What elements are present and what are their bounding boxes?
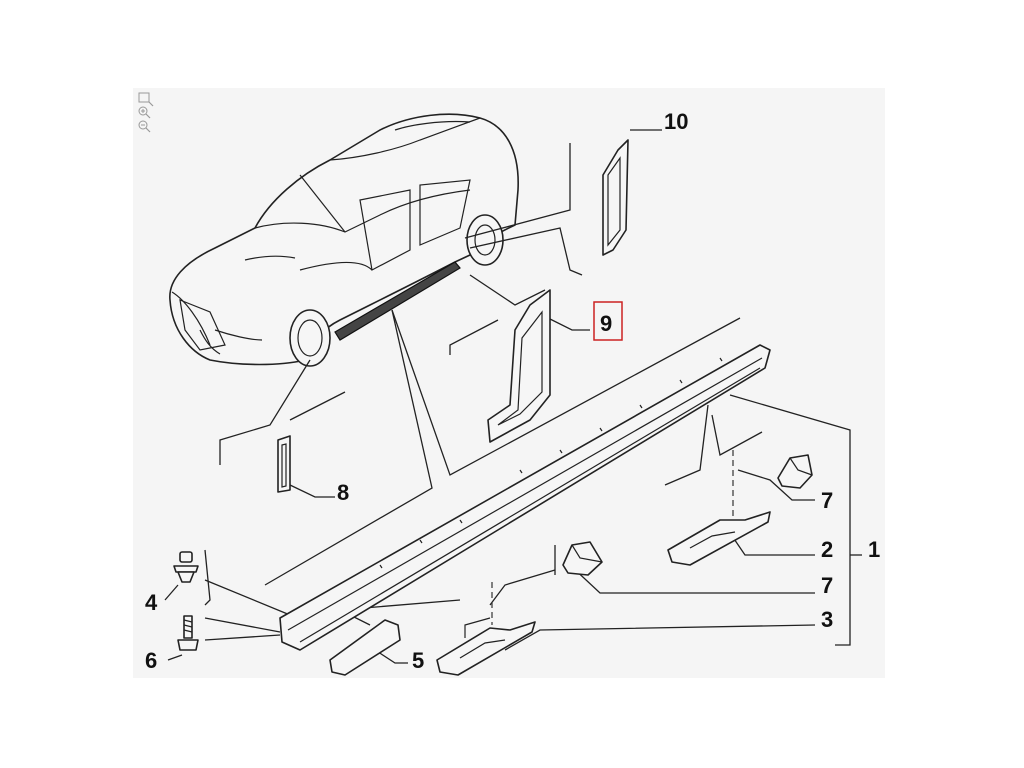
callout-1[interactable]: 1 (868, 537, 880, 562)
callout-2[interactable]: 2 (821, 537, 833, 562)
part-10 (602, 139, 629, 256)
callout-3[interactable]: 3 (821, 607, 833, 632)
part-3 (436, 621, 536, 676)
part-1-sill (279, 344, 771, 651)
callout-9[interactable]: 9 (600, 311, 612, 336)
part-7-clip-a (777, 454, 813, 489)
zoom-toolbar[interactable] (138, 92, 154, 133)
car-illustration (169, 113, 519, 367)
callout-8[interactable]: 8 (337, 480, 349, 505)
zoom-in-icon[interactable] (138, 106, 151, 119)
zoom-out-icon[interactable] (138, 120, 151, 133)
part-7-clip-b (562, 541, 603, 576)
callout-5[interactable]: 5 (412, 648, 424, 673)
part-6-screw (177, 615, 199, 651)
part-2 (667, 511, 771, 566)
part-9 (487, 289, 551, 443)
part-8 (277, 435, 291, 493)
callout-9-highlight-box (593, 301, 623, 341)
zoom-fit-icon[interactable] (138, 92, 154, 107)
callout-labels: 1 2 3 4 5 6 7 7 8 10 9 (145, 109, 880, 673)
part-5 (329, 619, 401, 676)
callout-7b[interactable]: 7 (821, 573, 833, 598)
callout-4[interactable]: 4 (145, 590, 158, 615)
part-4-fastener (173, 551, 199, 583)
callout-10[interactable]: 10 (664, 109, 688, 134)
callout-6[interactable]: 6 (145, 648, 157, 673)
side-skirt-highlight (334, 261, 461, 341)
callout-7a[interactable]: 7 (821, 488, 833, 513)
